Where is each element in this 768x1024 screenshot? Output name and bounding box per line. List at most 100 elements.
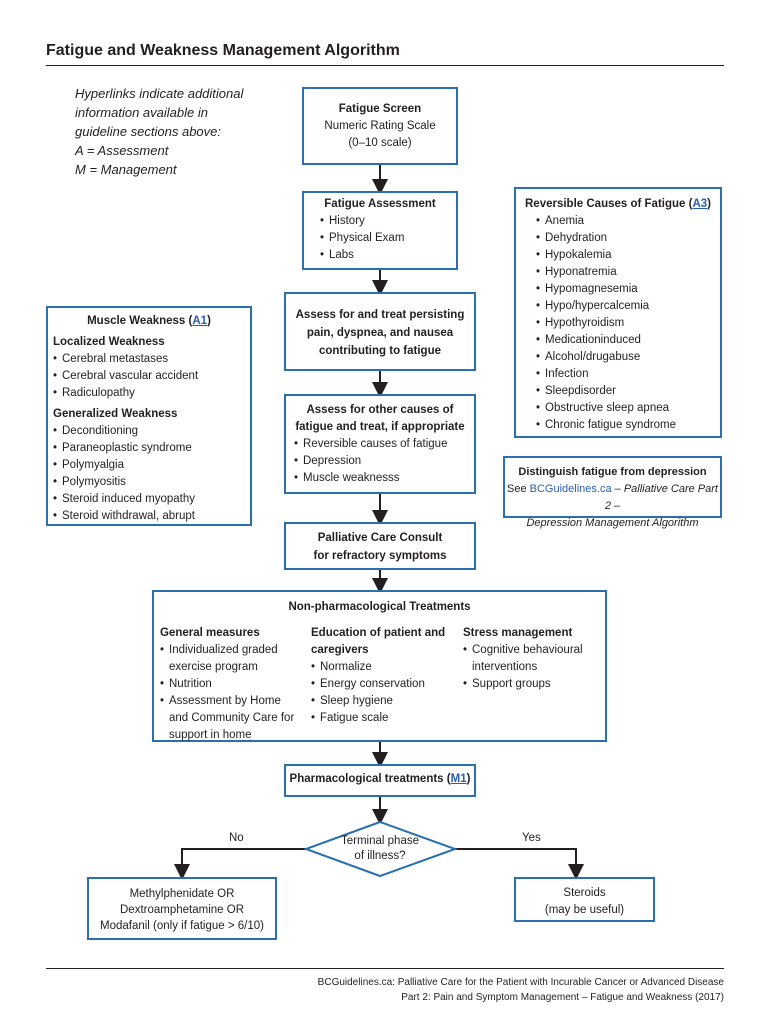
title-divider bbox=[46, 65, 724, 66]
page-title: Fatigue and Weakness Management Algorith… bbox=[46, 42, 400, 59]
arrow-decision-no bbox=[174, 848, 306, 880]
stress-column: Stress management Cognitive behavioural … bbox=[463, 625, 603, 693]
fatigue-screen-line: Numeric Rating Scale bbox=[324, 120, 436, 132]
list-item: Cerebral vascular accident bbox=[53, 368, 250, 385]
list-item: Hypokalemia bbox=[536, 247, 720, 264]
footer-line: Part 2: Pain and Symptom Management – Fa… bbox=[401, 992, 724, 1003]
list-item: Obstructive sleep apnea bbox=[536, 400, 720, 417]
legend-note-line: information available in bbox=[75, 105, 208, 120]
legend-note-line: A = Assessment bbox=[75, 143, 169, 158]
fatigue-assessment-title: Fatigue Assessment bbox=[324, 198, 436, 210]
pharm-box: Pharmacological treatments (M1) bbox=[284, 764, 476, 797]
reversible-causes-title-text: Reversible Causes of Fatigue ( bbox=[525, 198, 693, 210]
decision-line: Terminal phase bbox=[341, 835, 419, 847]
stimulants-line: Modafanil (only if fatigue > 6/10) bbox=[100, 920, 264, 932]
localized-weakness-list: Cerebral metastases Cerebral vascular ac… bbox=[53, 351, 250, 402]
generalized-weakness-heading: Generalized Weakness bbox=[53, 408, 178, 420]
list-item: Physical Exam bbox=[320, 230, 456, 247]
list-item: Fatigue scale bbox=[311, 710, 451, 727]
list-item: Dehydration bbox=[536, 230, 720, 247]
list-item: Labs bbox=[320, 247, 456, 264]
general-measures-column: General measures Individualized graded e… bbox=[160, 625, 300, 744]
list-item: Cerebral metastases bbox=[53, 351, 250, 368]
link-bcguidelines[interactable]: BCGuidelines.ca bbox=[529, 483, 612, 495]
depression-title: Distinguish fatigue from depression bbox=[518, 466, 707, 478]
muscle-weakness-title-text: Muscle Weakness ( bbox=[87, 315, 193, 327]
list-item: Normalize bbox=[311, 659, 451, 676]
steroids-line: (may be useful) bbox=[544, 904, 625, 916]
muscle-weakness-title-end: ) bbox=[207, 315, 211, 327]
decision-diamond bbox=[303, 820, 458, 878]
general-measures-heading: General measures bbox=[160, 627, 260, 639]
fatigue-screen-box: Fatigue Screen Numeric Rating Scale (0–1… bbox=[302, 87, 458, 165]
legend-note-line: Hyperlinks indicate additional bbox=[75, 86, 244, 101]
link-a1[interactable]: A1 bbox=[192, 315, 208, 327]
other-causes-title: fatigue and treat, if appropriate bbox=[295, 421, 465, 433]
stimulants-box: Methylphenidate OR Dextroamphetamine OR … bbox=[87, 877, 277, 940]
localized-weakness-heading: Localized Weakness bbox=[53, 336, 165, 348]
muscle-weakness-title: Muscle Weakness (A1) bbox=[48, 313, 250, 330]
depression-rest: – Palliative Care Part 2 – bbox=[604, 483, 718, 512]
persisting-line: contributing to fatigue bbox=[318, 345, 441, 357]
education-column: Education of patient and caregivers Norm… bbox=[311, 625, 451, 727]
decision-no-label: No bbox=[229, 832, 244, 844]
depression-rest-line: Depression Management Algorithm bbox=[526, 517, 699, 529]
list-item: Anemia bbox=[536, 213, 720, 230]
list-item: Hyponatremia bbox=[536, 264, 720, 281]
general-measures-list: Individualized graded exercise program N… bbox=[160, 642, 300, 744]
list-item: Assessment by Home and Community Care fo… bbox=[160, 693, 300, 744]
list-item: Alcohol/drugabuse bbox=[536, 349, 720, 366]
list-item: Sleepdisorder bbox=[536, 383, 720, 400]
depression-box: Distinguish fatigue from depression See … bbox=[503, 456, 722, 529]
list-item: Depression bbox=[294, 453, 474, 470]
other-causes-box: Assess for other causes of fatigue and t… bbox=[284, 394, 476, 494]
list-item: Muscle weaknesss bbox=[294, 470, 474, 487]
fatigue-assessment-box: Fatigue Assessment History Physical Exam… bbox=[302, 191, 458, 270]
muscle-weakness-box: Muscle Weakness (A1) Localized Weakness … bbox=[46, 306, 252, 526]
other-causes-list: Reversible causes of fatigue Depression … bbox=[294, 436, 474, 487]
non-pharm-title: Non-pharmacological Treatments bbox=[288, 601, 471, 613]
palliative-consult-line: Palliative Care Consult bbox=[317, 532, 443, 544]
list-item: Medicationinduced bbox=[536, 332, 720, 349]
reversible-causes-title-end: ) bbox=[707, 198, 711, 210]
list-item: Chronic fatigue syndrome bbox=[536, 417, 720, 434]
legend-note-line: M = Management bbox=[75, 162, 177, 177]
reversible-causes-list: Anemia Dehydration Hypokalemia Hyponatre… bbox=[536, 213, 720, 434]
education-heading: Education of patient and caregivers bbox=[311, 627, 446, 656]
list-item: Polymyositis bbox=[53, 474, 250, 491]
list-item: Support groups bbox=[463, 676, 603, 693]
other-causes-title: Assess for other causes of bbox=[306, 404, 454, 416]
list-item: Steroid induced myopathy bbox=[53, 491, 250, 508]
decision-line: of illness? bbox=[354, 850, 406, 862]
legend-note-line: guideline sections above: bbox=[75, 124, 221, 139]
steroids-line: Steroids bbox=[563, 887, 606, 899]
link-m1[interactable]: M1 bbox=[450, 773, 467, 785]
fatigue-screen-title: Fatigue Screen bbox=[338, 103, 422, 115]
arrow-decision-yes bbox=[455, 848, 584, 880]
education-list: Normalize Energy conservation Sleep hygi… bbox=[311, 659, 451, 727]
legend-note: Hyperlinks indicate additional informati… bbox=[75, 84, 275, 179]
steroids-box: Steroids (may be useful) bbox=[514, 877, 655, 922]
reversible-causes-title: Reversible Causes of Fatigue (A3) bbox=[516, 196, 720, 213]
list-item: Hypothyroidism bbox=[536, 315, 720, 332]
persisting-line: pain, dyspnea, and nausea bbox=[306, 327, 454, 339]
list-item: Radiculopathy bbox=[53, 385, 250, 402]
depression-see: See BCGuidelines.ca – Palliative Care Pa… bbox=[505, 481, 720, 515]
list-item: Sleep hygiene bbox=[311, 693, 451, 710]
list-item: Steroid withdrawal, abrupt bbox=[53, 508, 250, 525]
pharm-title-text: Pharmacological treatments ( bbox=[289, 773, 451, 785]
list-item: Individualized graded exercise program bbox=[160, 642, 300, 676]
list-item: Reversible causes of fatigue bbox=[294, 436, 474, 453]
footer: BCGuidelines.ca: Palliative Care for the… bbox=[124, 975, 724, 1005]
stimulants-line: Methylphenidate OR bbox=[129, 888, 235, 900]
pharm-title-end: ) bbox=[466, 773, 471, 785]
list-item: Cognitive behavioural interventions bbox=[463, 642, 603, 676]
list-item: History bbox=[320, 213, 456, 230]
stress-heading: Stress management bbox=[463, 627, 573, 639]
list-item: Hypomagnesemia bbox=[536, 281, 720, 298]
fatigue-screen-line: (0–10 scale) bbox=[348, 137, 412, 149]
list-item: Polymyalgia bbox=[53, 457, 250, 474]
reversible-causes-box: Reversible Causes of Fatigue (A3) Anemia… bbox=[514, 187, 722, 438]
link-a3[interactable]: A3 bbox=[692, 198, 708, 210]
